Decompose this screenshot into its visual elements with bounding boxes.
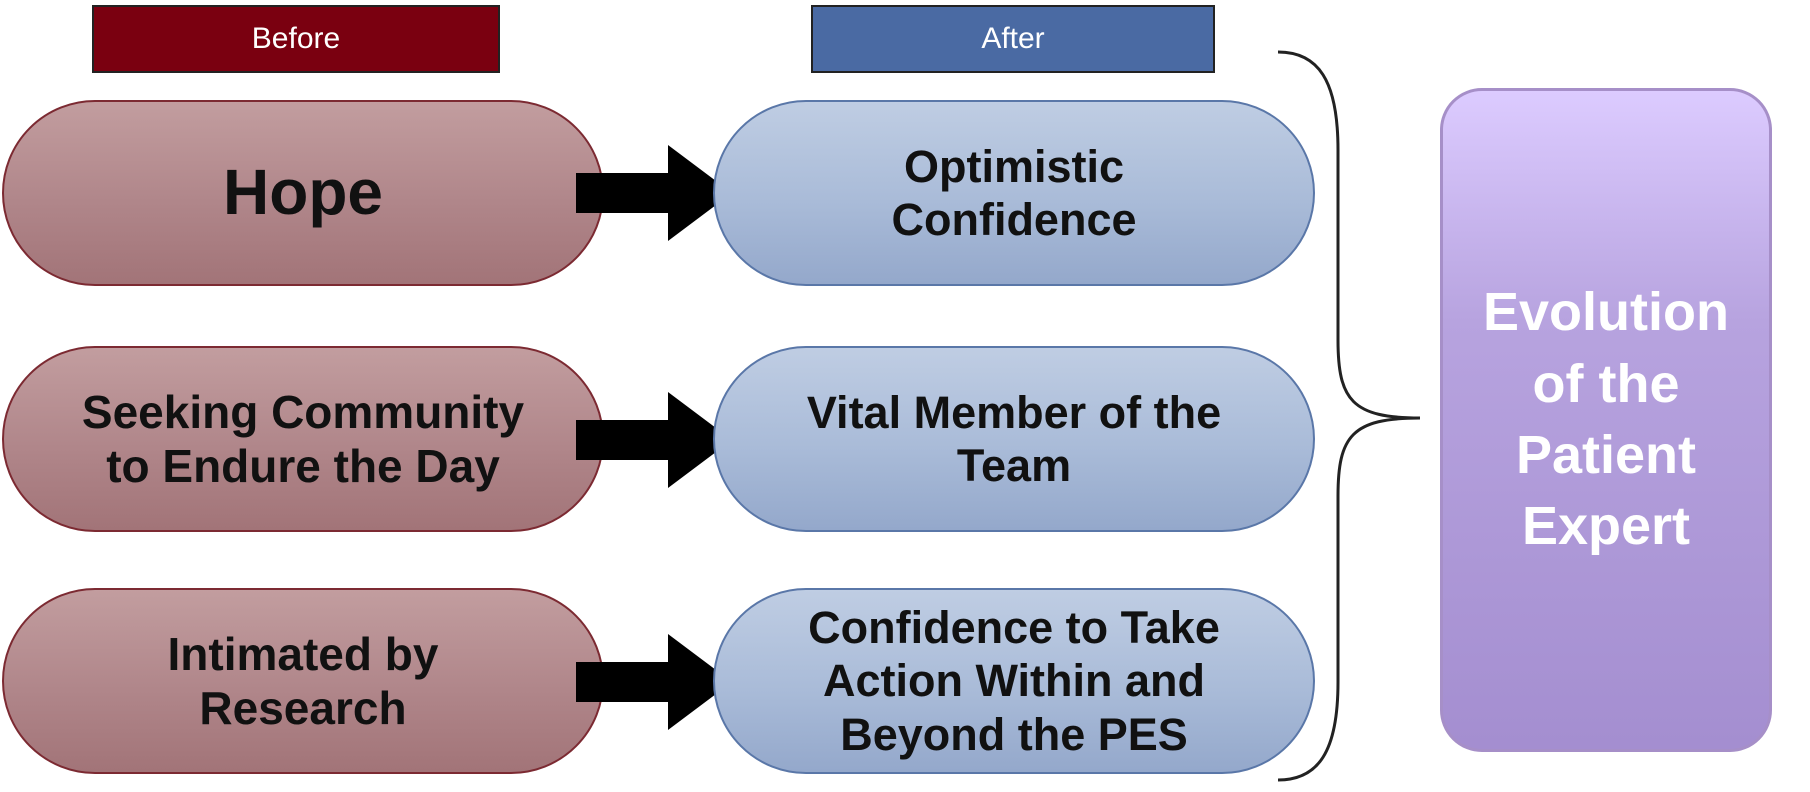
after-node-vital-member: Vital Member of the Team xyxy=(713,346,1315,532)
before-node-label: Intimated by Research xyxy=(167,627,439,734)
right-curly-brace-icon xyxy=(1277,50,1421,782)
result-box-evolution: Evolution of the Patient Expert xyxy=(1440,88,1772,752)
right-arrow-icon xyxy=(576,634,732,730)
after-header: After xyxy=(811,5,1215,73)
before-node-label: Seeking Community to Endure the Day xyxy=(81,385,525,492)
before-node-intimated-by-research: Intimated by Research xyxy=(2,588,604,774)
right-arrow-icon xyxy=(576,145,732,241)
after-node-optimistic-confidence: Optimistic Confidence xyxy=(713,100,1315,286)
before-header: Before xyxy=(92,5,500,73)
before-header-label: Before xyxy=(251,22,341,55)
after-node-label: Vital Member of the Team xyxy=(806,386,1222,491)
after-node-label: Optimistic Confidence xyxy=(891,140,1137,245)
before-node-hope: Hope xyxy=(2,100,604,286)
after-header-label: After xyxy=(981,22,1045,55)
right-arrow-icon xyxy=(576,392,732,488)
result-label: Evolution of the Patient Expert xyxy=(1483,282,1729,557)
before-node-seeking-community: Seeking Community to Endure the Day xyxy=(2,346,604,532)
after-node-confidence-to-take-action: Confidence to Take Action Within and Bey… xyxy=(713,588,1315,774)
before-node-label: Hope xyxy=(223,156,383,229)
after-node-label: Confidence to Take Action Within and Bey… xyxy=(808,602,1220,760)
